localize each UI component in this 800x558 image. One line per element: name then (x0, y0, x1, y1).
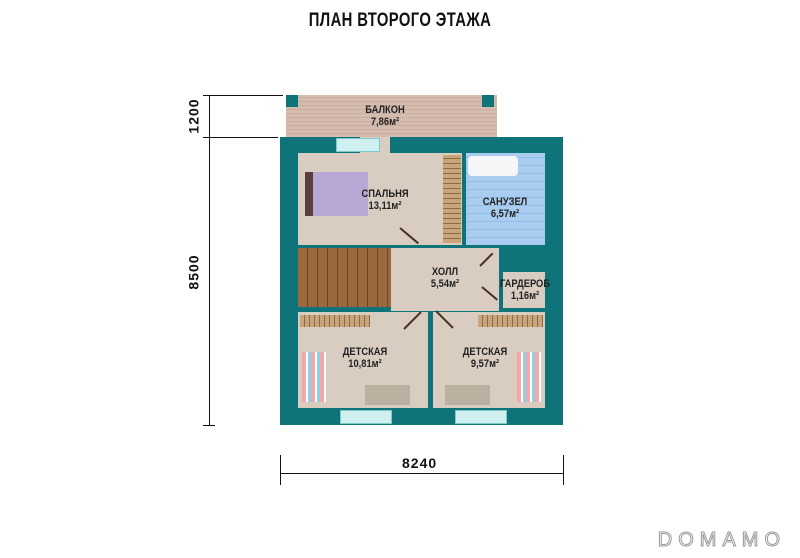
balcony-post (482, 95, 494, 107)
logo: DOMAMO (657, 529, 786, 552)
dim-tick (203, 137, 278, 138)
dim-tick (203, 95, 283, 96)
dim-tick (563, 455, 564, 485)
vertical-dimension-line (209, 95, 210, 425)
dimension-height: 8500 (185, 254, 202, 290)
window (340, 410, 392, 424)
balcony-post (286, 95, 298, 107)
desk (365, 385, 410, 405)
desk (445, 385, 490, 405)
dimension-width: 8240 (402, 455, 438, 471)
plan-title: ПЛАН ВТОРОГО ЭТАЖА (308, 10, 492, 31)
bed (305, 172, 368, 216)
stairs (298, 248, 391, 307)
dimension-balcony: 1200 (185, 98, 202, 134)
bed-right (517, 352, 541, 402)
horizontal-dimension-line (280, 473, 563, 474)
window (336, 138, 380, 152)
shelf (300, 315, 370, 327)
dim-tick (203, 425, 215, 426)
balcony (286, 95, 497, 137)
bed-left (302, 352, 326, 402)
shelf (478, 315, 543, 327)
dim-tick (280, 455, 281, 485)
wardrobe (443, 155, 461, 243)
window (455, 410, 507, 424)
hall (391, 248, 499, 311)
wardrobe-room (503, 272, 545, 308)
bathtub (468, 156, 518, 176)
